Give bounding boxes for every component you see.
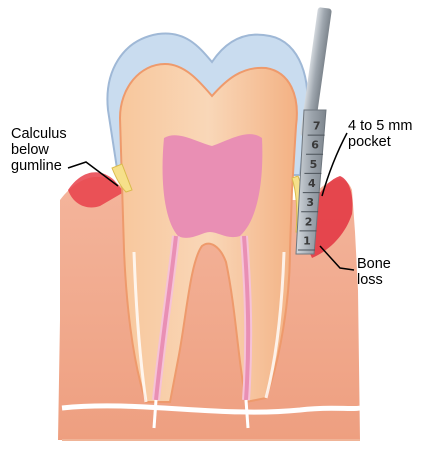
probe-mark-6: 6: [311, 139, 319, 152]
bone-loss-label-line-1: Bone: [357, 256, 391, 272]
pocket-label: 4 to 5 mm pocket: [348, 118, 412, 150]
probe-mark-5: 5: [310, 158, 318, 171]
probe-mark-4: 4: [308, 177, 316, 190]
pocket-label-line-2: pocket: [348, 134, 412, 150]
calculus-label: Calculus below gumline: [11, 126, 67, 174]
probe-mark-7: 7: [313, 120, 321, 133]
bone-loss-label-line-2: loss: [357, 272, 391, 288]
calculus-label-line-3: gumline: [11, 158, 67, 174]
bone-loss-label: Bone loss: [357, 256, 391, 288]
probe-mark-1: 1: [303, 234, 311, 247]
calculus-label-line-2: below: [11, 142, 67, 158]
probe-mark-3: 3: [306, 196, 314, 209]
calculus-label-line-1: Calculus: [11, 126, 67, 142]
pulp: [163, 134, 263, 238]
pocket-label-line-1: 4 to 5 mm: [348, 118, 412, 134]
probe-mark-2: 2: [305, 215, 313, 228]
